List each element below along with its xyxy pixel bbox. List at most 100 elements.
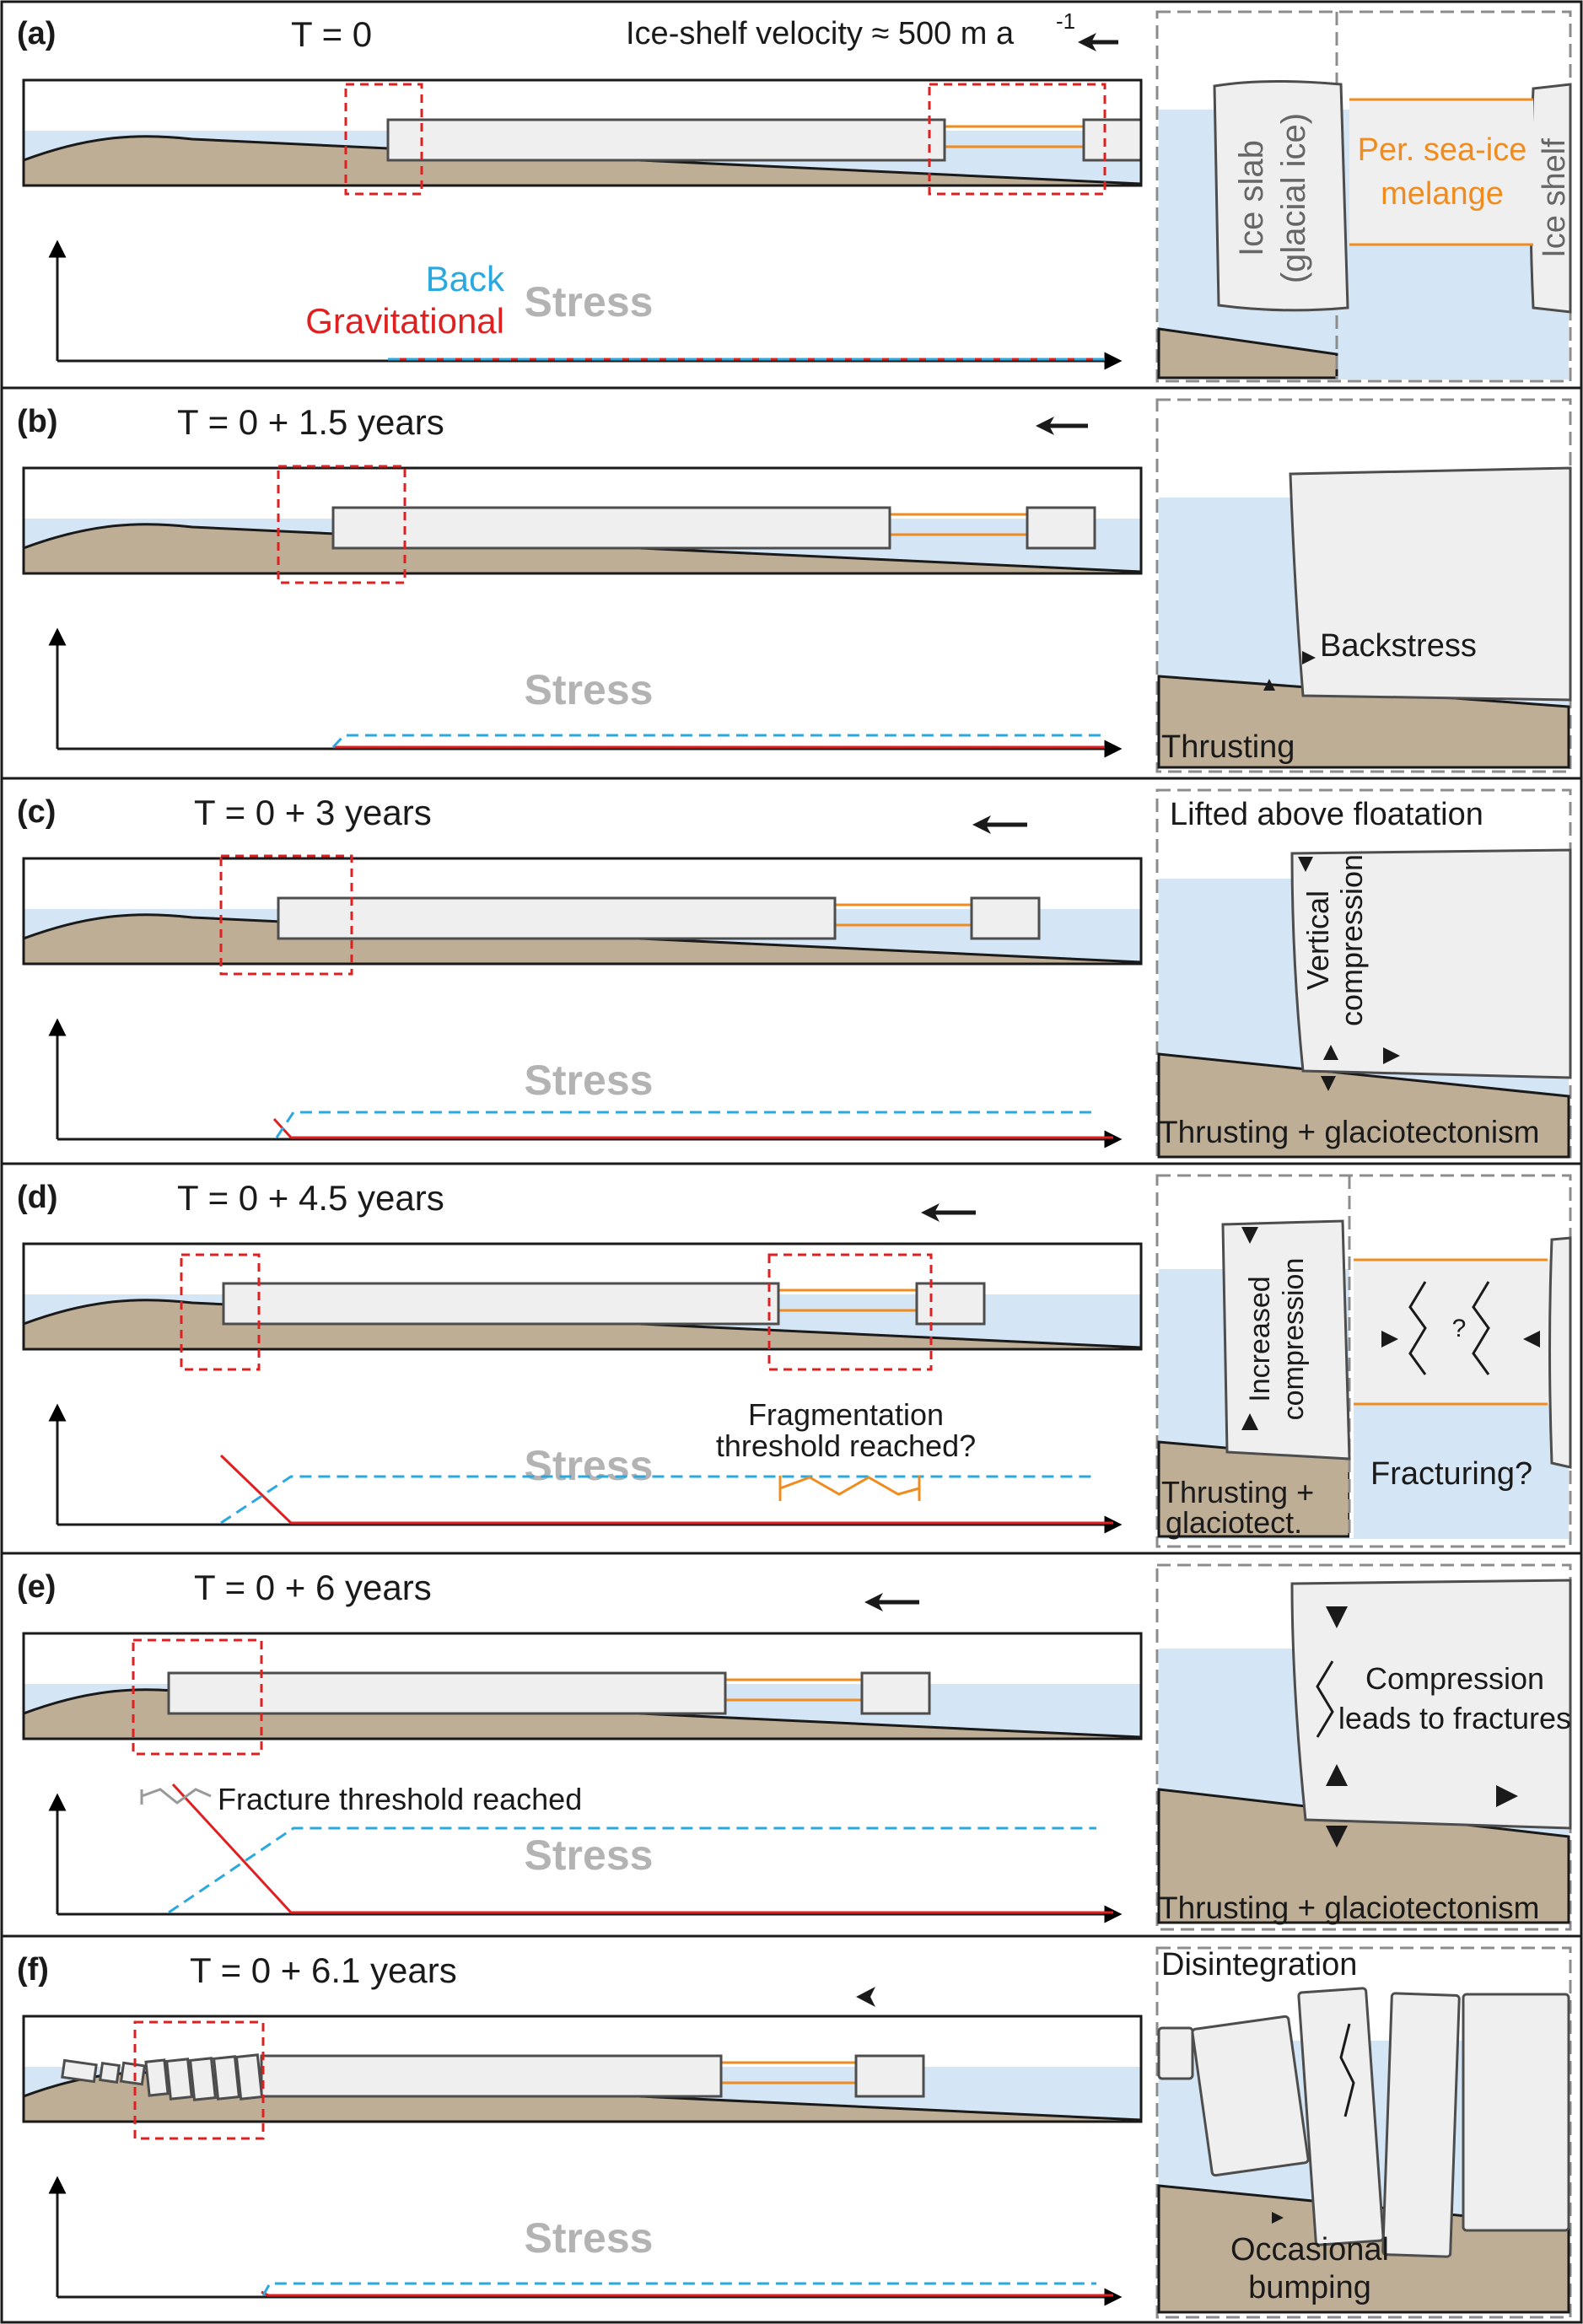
stress-axis-title: Stress [525,1832,654,1879]
velocity-exponent: -1 [1056,8,1075,34]
stress-axis-title: Stress [525,1442,654,1489]
fragmentation-threshold-icon [778,1476,921,1501]
stress-triangle-icon [1496,1785,1518,1807]
inset-ice-slab [1213,79,1349,312]
flow-arrow-icon [856,1987,875,2007]
back-stress-curve [261,2282,1096,2296]
gravitational-stress-curve [219,1454,1113,1525]
inset-bed [1157,1052,1570,1159]
inset-bumping-label: bumping [1248,2270,1371,2305]
inset-compression-label: Compression [1365,1661,1544,1696]
ice-fragment [144,2058,170,2097]
ice-shelf [915,1282,986,1326]
inset-ice-fragment [1462,1993,1570,2232]
stress-triangle-icon [1321,1076,1336,1091]
fragmentation-label-1: Fragmentation [748,1397,944,1432]
thrusting-marker-icon [1263,679,1275,691]
stress-triangle-icon [1298,857,1313,872]
back-stress-curve [331,734,1105,749]
back-stress-curve [275,1111,1096,1138]
diagram-frame [22,1242,1143,1351]
inset-melange-label-1: Per. sea-ice [1358,132,1527,168]
stress-triangle-icon [1326,1764,1348,1786]
ice-fragment [61,2058,98,2084]
ice-fragment [188,2057,218,2101]
ice-shelf [1026,506,1096,550]
velocity-label: Ice-shelf velocity ≈ 500 m a [626,16,1015,51]
inset-thrusting-label: Thrusting [1161,729,1295,765]
fracture-zigzag-icon [1316,1660,1334,1738]
stress-axis-title: Stress [525,1057,654,1104]
zoom-box [767,1253,933,1371]
inset-compression-label: compression [1334,854,1369,1026]
stress-triangle-icon [1381,1331,1398,1348]
panel-label: (d) [17,1180,58,1215]
stress-triangle-icon [1523,1331,1540,1348]
inset-thrusting-label-2: glaciotect. [1166,1505,1302,1540]
inset-disintegration-label: Disintegration [1161,1947,1357,1982]
ice-fragment [234,2053,264,2101]
ice-slab [277,896,837,940]
time-label: T = 0 + 6 years [194,1568,432,1607]
inset-ice-shelf-label: Ice shelf [1537,138,1572,258]
inset-ice-block [1290,1579,1572,1830]
inset-fractures-label: leads to fractures [1338,1701,1571,1735]
gravitational-stress-curve [272,1117,1113,1139]
diagram-frame [22,1632,1143,1740]
stress-triangle-icon [1326,1826,1348,1848]
ice-fragment [119,2061,147,2086]
back-stress-curve [168,1826,1096,1914]
gravitational-stress-curve [261,2290,1113,2297]
fracture-zigzag-icon [1408,1281,1427,1375]
fracture-threshold-icon [140,1788,212,1805]
cross-section [24,1671,1141,1739]
time-label: T = 0 + 3 years [194,793,432,832]
flow-arrow-icon [1078,33,1118,51]
inset-melange-label-2: melange [1381,176,1504,212]
diagram-frame [22,466,1143,575]
inset-thrusting-label: Thrusting + glaciotectonism [1159,1891,1539,1925]
cross-section [24,506,1141,573]
inset-ice-block [1221,1219,1351,1461]
stress-axis-title: Stress [525,278,654,325]
stress-triangle-icon [1272,2212,1284,2224]
time-label: T = 0 + 1.5 years [177,402,444,442]
arrow-head [921,1203,940,1222]
cross-section [24,118,1141,186]
inset-question-mark: ? [1452,1315,1467,1342]
flow-arrow-icon [972,815,1027,834]
cross-section [24,896,1141,964]
inset-ice-fragment [1381,1992,1461,2258]
fracture-threshold-label: Fracture threshold reached [218,1782,582,1816]
zoom-box [277,465,407,584]
stress-triangle-icon [1241,1227,1258,1244]
stress-triangle-icon [1241,1413,1258,1430]
ice-fragment [99,2062,121,2084]
zoom-box [928,83,1106,196]
panel-label: (c) [17,794,56,830]
diagram-frame [22,78,1143,187]
stress-triangle-icon [1326,1606,1348,1628]
legend-gravitational-stress: Gravitational [305,301,504,341]
inset-thrusting-label-1: Thrusting + [1161,1475,1314,1509]
ice-fragment [212,2055,241,2101]
inset-vertical-label: Vertical [1300,890,1335,990]
panel-label: (e) [17,1569,56,1605]
cross-section [24,1282,1141,1349]
zoom-box [132,1638,263,1756]
time-label: T = 0 [291,14,372,54]
diagram-frame [22,857,1143,966]
ice-slab [222,1282,780,1326]
ice-fragment [165,2058,193,2101]
ice-shelf [854,2054,925,2098]
diagram-frame [22,2015,1143,2123]
inset-backstress-label: Backstress [1320,628,1477,664]
flow-arrow-icon [1036,417,1088,435]
inset-ice-fragment [1191,2015,1310,2177]
flow-arrow-icon [921,1203,976,1222]
time-label: T = 0 + 6.1 years [190,1950,457,1990]
fracture-zigzag-icon [1472,1281,1490,1375]
back-stress-curve [220,1475,1096,1525]
